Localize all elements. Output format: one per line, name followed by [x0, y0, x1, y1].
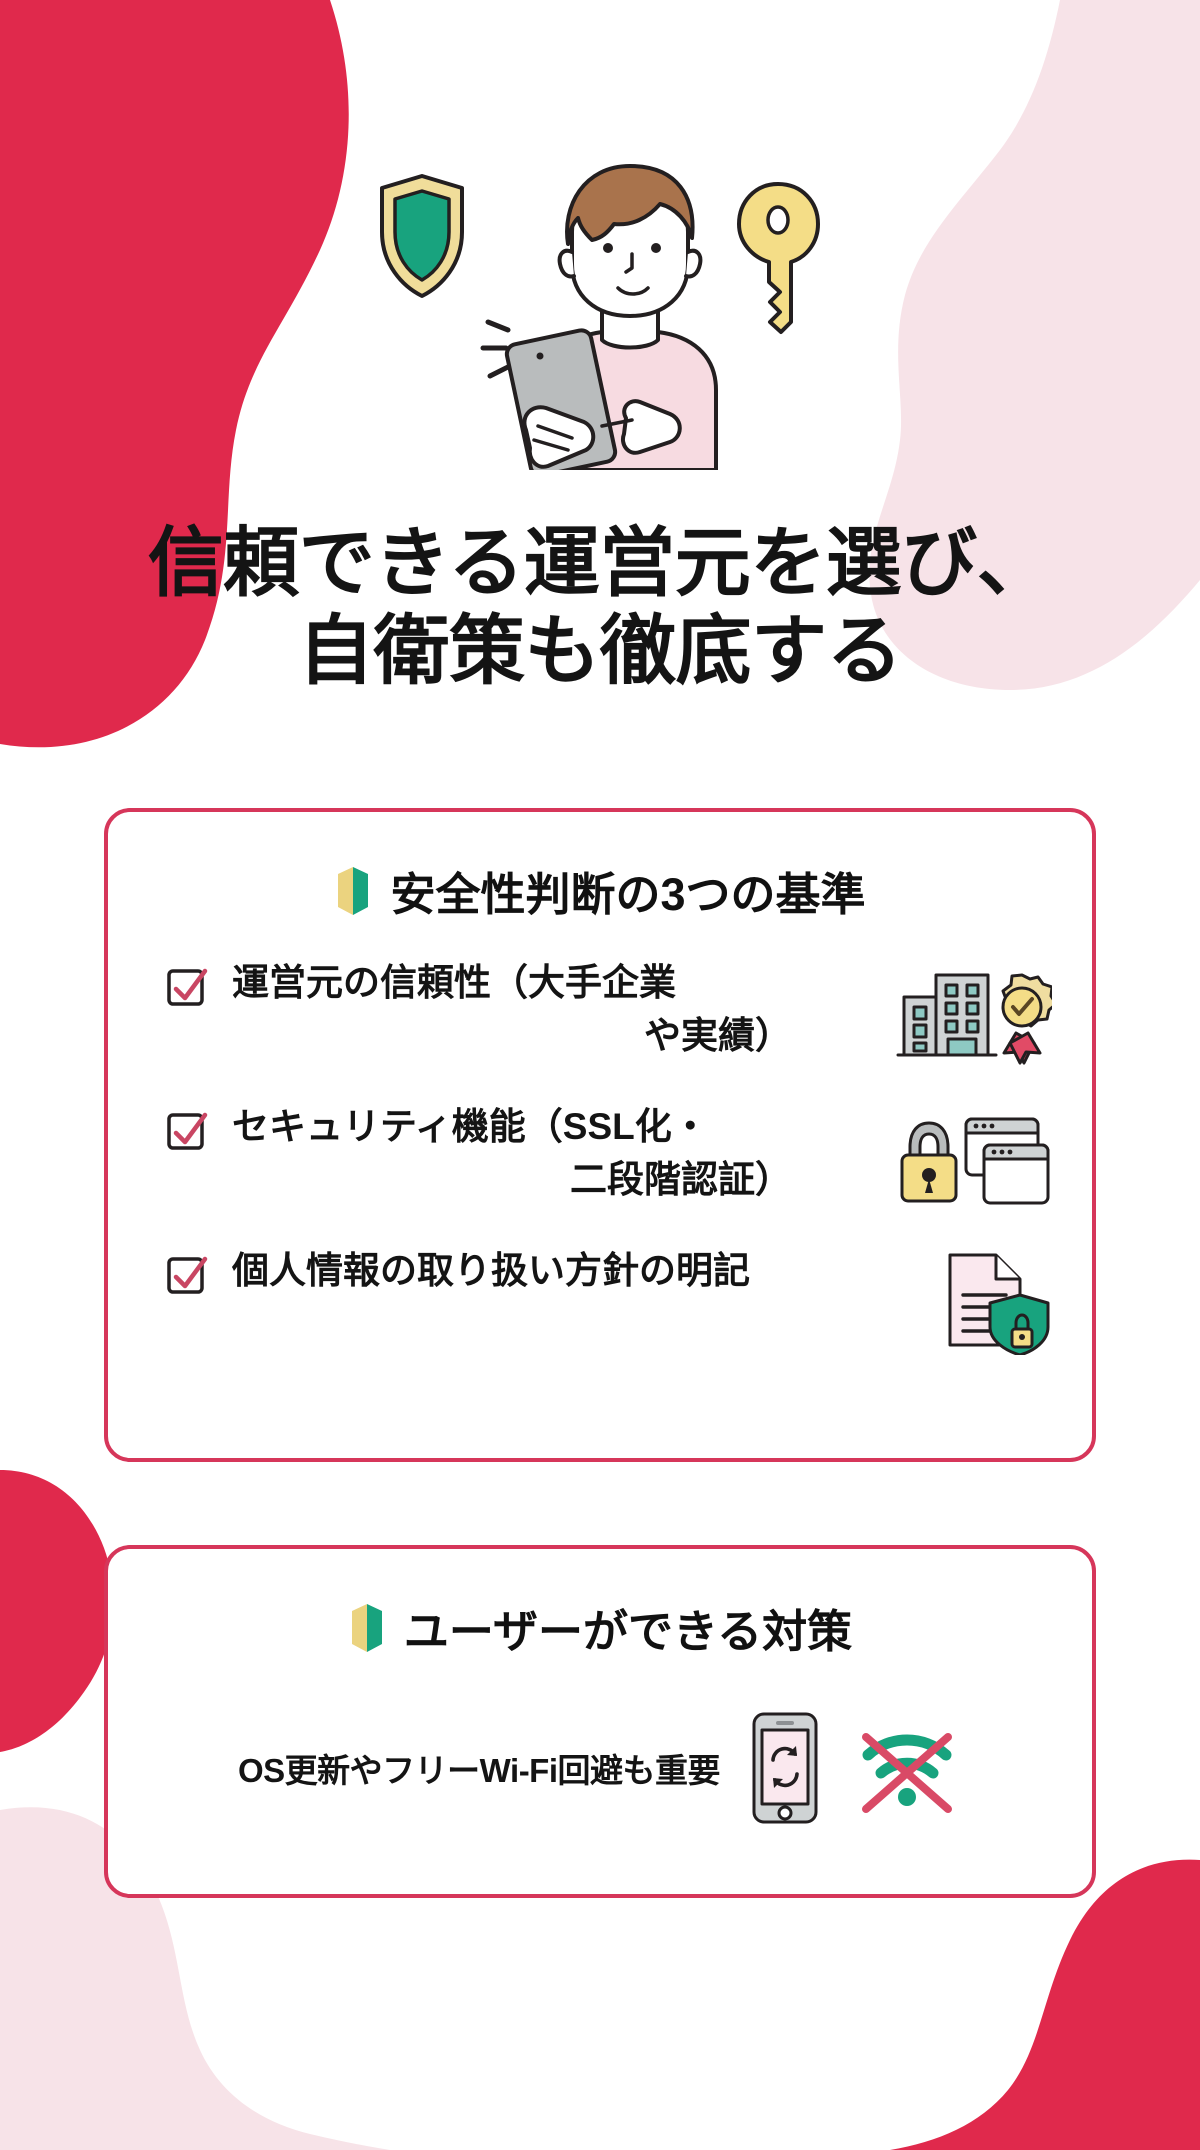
card-criteria-header: 安全性判断の3つの基準: [108, 858, 1092, 923]
list-item-text: 運営元の信頼性（大手企業 や実績）: [232, 957, 792, 1062]
checkbox-checked-icon[interactable]: [164, 964, 210, 1010]
blob-top-left-crimson: [0, 0, 349, 748]
card-safety-criteria: 安全性判断の3つの基準 運営元の信頼性（大手企業 や実績）: [104, 808, 1096, 1462]
hand-pointing: [600, 399, 682, 455]
list-item: 個人情報の取り扱い方針の明記: [108, 1245, 1092, 1355]
page-title-line-2: 自衛策も徹底する: [298, 609, 903, 695]
document-shield-lock-icon: [948, 1253, 1050, 1355]
motion-lines: [480, 319, 513, 379]
checkbox-checked-icon[interactable]: [164, 1108, 210, 1154]
blob-mid-left-crimson: [0, 1470, 114, 1752]
page-title: 信頼できる運営元を選び、 自衛策も徹底する: [0, 520, 1200, 696]
card-user-measures: ユーザーができる対策 OS更新やフリーWi-Fi回避も重要: [104, 1545, 1096, 1898]
list-item-text-line-1: 個人情報の取り扱い方針の明記: [232, 1250, 750, 1291]
criteria-list: 運営元の信頼性（大手企業 や実績）: [108, 957, 1092, 1355]
measures-body-text: OS更新やフリーWi-Fi回避も重要: [237, 1752, 721, 1789]
beginner-mark-icon: [338, 866, 369, 915]
list-item-text-line-1: セキュリティ機能（SSL化・: [232, 1106, 709, 1147]
shield-icon: [380, 174, 464, 298]
office-building-award-icon: [896, 973, 1052, 1065]
page-title-line-1: 信頼できる運営元を選び、: [147, 521, 1053, 606]
card-measures-heading: ユーザーができる対策: [403, 1606, 853, 1657]
list-item: 運営元の信頼性（大手企業 や実績）: [108, 957, 1092, 1067]
measures-body: OS更新やフリーWi-Fi回避も重要: [108, 1708, 1092, 1828]
hero-illustration: [0, 95, 1200, 515]
blob-top-right-pink: [869, 0, 1200, 690]
card-measures-header: ユーザーができる対策: [108, 1595, 1092, 1660]
beginner-mark-icon: [351, 1603, 382, 1652]
padlock-browser-windows-icon: [900, 1117, 1050, 1205]
key-icon: [737, 182, 820, 334]
list-item-text-line-2: 二段階認証）: [570, 1158, 792, 1200]
no-free-wifi-icon: [862, 1733, 953, 1813]
card-criteria-heading: 安全性判断の3つの基準: [390, 869, 866, 920]
list-item-text-line-2: や実績）: [644, 1014, 792, 1056]
list-item-text: 個人情報の取り扱い方針の明記: [232, 1245, 792, 1298]
blob-bottom-right-crimson: [890, 1859, 1200, 2150]
list-item-text: セキュリティ機能（SSL化・ 二段階認証）: [232, 1101, 792, 1206]
phone-update-icon: [752, 1712, 818, 1824]
blob-bottom-left-pink: [0, 1807, 390, 2150]
list-item: セキュリティ機能（SSL化・ 二段階認証）: [108, 1101, 1092, 1211]
hand-left: [522, 405, 596, 469]
checkbox-checked-icon[interactable]: [164, 1252, 210, 1298]
list-item-text-line-1: 運営元の信頼性（大手企業: [232, 962, 676, 1003]
